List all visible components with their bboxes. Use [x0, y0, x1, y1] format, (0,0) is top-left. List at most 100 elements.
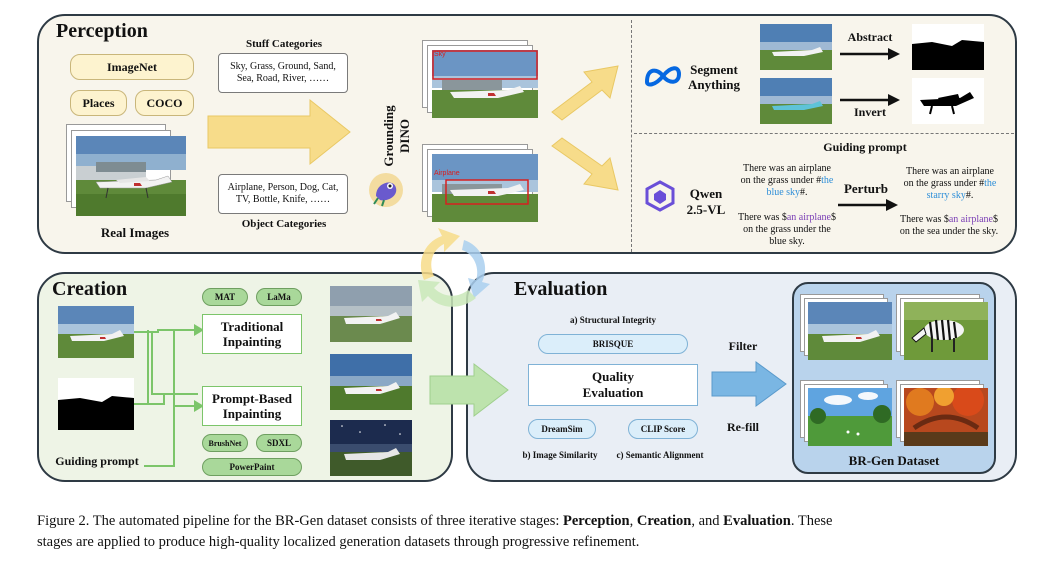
figure-caption: Figure 2. The automated pipeline for the… [37, 511, 1027, 553]
filter-label: Filter [728, 339, 758, 353]
vertical-dashed-divider [631, 20, 632, 252]
creation-guiding-prompt: Guiding prompt [55, 454, 139, 468]
creation-output-1 [330, 286, 412, 342]
prompt-right-1e: #. [965, 190, 974, 201]
creation-connectors [134, 324, 204, 467]
segment-anything-label: Segment Anything [684, 62, 744, 92]
caption-creation: Creation [636, 513, 692, 529]
prompt-left-1c: the [821, 175, 834, 186]
traditional-inpainting-text: Inpainting [222, 334, 282, 349]
prompt-left-2c: $ [831, 212, 836, 223]
powerpaint-pill: PowerPaint [202, 458, 302, 476]
invert-label: Invert [854, 105, 886, 119]
filter-arrow [711, 361, 787, 407]
object-categories-box: Airplane, Person, Dog, Cat, TV, Bottle, … [218, 174, 348, 214]
qwen-logo-icon [645, 180, 675, 212]
places-pill: Places [70, 90, 127, 116]
prompt-based-text: Prompt-Based [212, 391, 292, 406]
sdxl-pill: SDXL [256, 434, 302, 452]
caption-line-2: stages are applied to produce high-quali… [37, 534, 640, 550]
meta-logo-icon [644, 66, 682, 87]
caption-evaluation: Evaluation [723, 513, 791, 529]
creation-input-image [58, 306, 134, 358]
dataset-image-zebra [904, 302, 988, 360]
creation-title: Creation [52, 278, 128, 300]
traditional-inpainting-box: Traditional Inpainting [202, 314, 302, 354]
prompt-left-2b: an airplane [786, 212, 831, 223]
arrow-to-sam [551, 65, 619, 121]
caption-comma1: , [629, 513, 637, 529]
stuff-categories-box: Sky, Grass, Ground, Sand, Sea, Road, Riv… [218, 53, 348, 93]
clip-score-pill: CLIP Score [628, 419, 698, 439]
qwen-label: Qwen 2.5-VL [682, 186, 730, 218]
prompt-right-1b: on the grass under # [903, 178, 985, 189]
structural-integrity-label: a) Structural Integrity [570, 315, 656, 325]
evaluation-title: Evaluation [514, 278, 608, 300]
prompt-based-inpainting-box: Prompt-Based Inpainting [202, 386, 302, 426]
prompt-left-2e: blue sky. [769, 236, 805, 247]
qwen-version-text: 2.5-VL [686, 202, 726, 217]
grounding-text: Grounding [381, 105, 396, 167]
dreamsim-pill: DreamSim [528, 419, 596, 439]
brisque-pill: BRISQUE [538, 334, 688, 354]
caption-part2: . These [790, 513, 833, 529]
prompt-left-1e: #. [800, 187, 808, 198]
dataset-image-landscape [808, 388, 892, 446]
stuff-categories-title: Stuff Categories [245, 38, 323, 50]
qwen-text: Qwen [689, 186, 723, 201]
object-categories-title: Object Categories [241, 218, 327, 230]
grounding-dino-label: Grounding DINO [346, 86, 412, 176]
image-similarity-label: b) Image Similarity [522, 450, 598, 460]
caption-part1: Figure 2. The automated pipeline for the… [37, 513, 564, 529]
prompt-right-1c: the [984, 178, 997, 189]
prompt-left-1d: blue sky [766, 187, 801, 198]
semantic-alignment-label: c) Semantic Alignment [616, 450, 704, 460]
airplane-tag: Airplane [434, 170, 460, 177]
horizontal-dashed-divider [634, 133, 1014, 134]
caption-and: , and [691, 513, 724, 529]
arrow-to-qwen [551, 137, 619, 191]
sam-image-top [760, 24, 832, 70]
prompt-left-1: There was an airplane on the grass under… [732, 163, 842, 199]
dataset-image-autumn [904, 388, 988, 446]
perturb-label: Perturb [843, 181, 889, 196]
prompt-based-inpainting-text: Inpainting [222, 406, 282, 421]
lama-pill: LaMa [256, 288, 302, 306]
prompt-right-2b: an airplane [948, 214, 993, 225]
br-gen-dataset-label: BR-Gen Dataset [848, 453, 940, 468]
airplane-mask-image [912, 78, 984, 124]
sky-tag: Sky [434, 51, 446, 58]
dino-text: DINO [397, 119, 412, 153]
creation-output-3 [330, 420, 412, 476]
quality-evaluation-box: Quality Evaluation [528, 364, 698, 406]
abstract-arrow [840, 48, 900, 60]
perception-title: Perception [56, 20, 148, 42]
prompt-right-2c: $ [993, 214, 998, 225]
anything-text: Anything [687, 77, 741, 92]
invert-arrow [840, 94, 900, 106]
quality-evaluation-text: Evaluation [582, 385, 644, 400]
imagenet-pill: ImageNet [70, 54, 194, 80]
sky-mask-image [912, 24, 984, 70]
refill-label: Re-fill [727, 420, 759, 434]
caption-line-1: Figure 2. The automated pipeline for the… [37, 511, 1027, 532]
dino-mascot-icon [369, 173, 403, 207]
prompt-left-2: There was $an airplane$ on the grass und… [732, 212, 842, 248]
creation-mask-image [58, 378, 134, 430]
coco-pill: COCO [135, 90, 194, 116]
prompt-right-1d: starry sky [926, 190, 966, 201]
real-image-airplane [76, 136, 186, 216]
prompt-right-2d: on the sea under the sky. [899, 226, 999, 237]
creation-to-evaluation-arrow [429, 362, 509, 418]
perception-main-arrow [207, 98, 351, 166]
segment-text: Segment [690, 62, 738, 77]
mat-pill: MAT [202, 288, 248, 306]
sky-detect-image: Sky [432, 50, 538, 118]
prompt-right-1a: There was an airplane [905, 166, 994, 177]
perturb-arrow [838, 199, 898, 211]
abstract-label: Abstract [847, 30, 893, 44]
prompt-left-2a: There was $ [737, 212, 787, 223]
prompt-left-1a: There was an airplane [742, 163, 831, 174]
guiding-prompt-title: Guiding prompt [823, 140, 907, 154]
traditional-text: Traditional [220, 319, 284, 334]
